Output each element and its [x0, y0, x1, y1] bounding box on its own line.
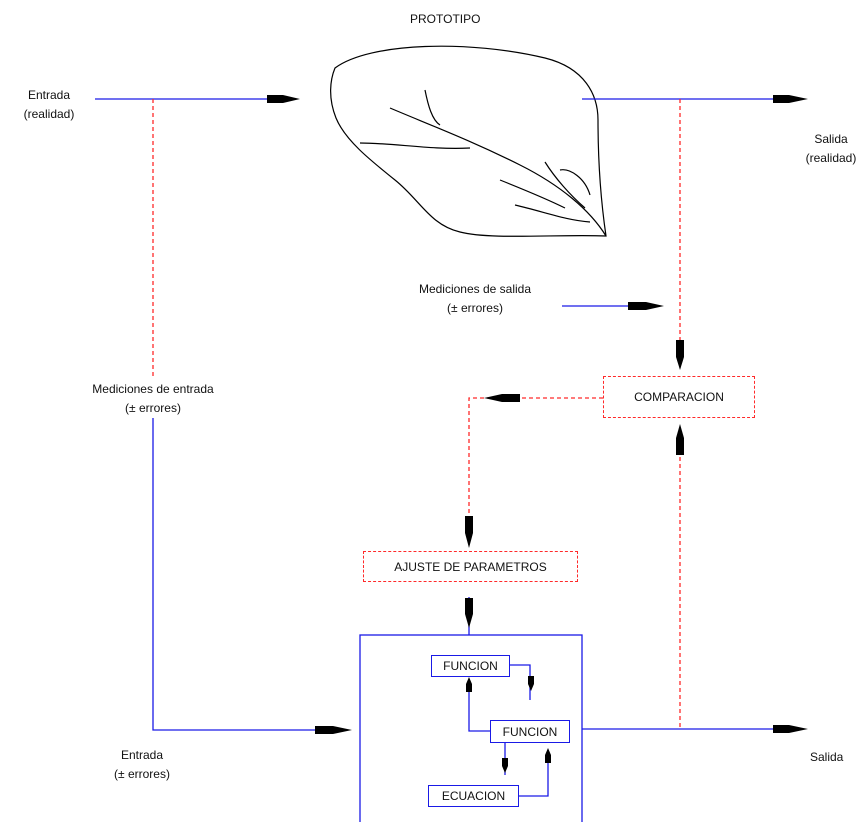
- tributary: [500, 180, 565, 208]
- arrow-right-icon: [773, 95, 808, 103]
- label-line: Entrada: [8, 86, 90, 105]
- arrow-down-icon: [676, 340, 684, 370]
- main-channel: [390, 108, 606, 236]
- label-line: (realidad): [8, 105, 90, 124]
- comparacion-box: COMPARACION: [603, 376, 755, 418]
- arrow-down-icon: [465, 516, 473, 548]
- salida-label: Salida: [810, 748, 843, 767]
- link-f1-f2: [510, 665, 530, 700]
- input-measure-line: [153, 415, 330, 730]
- arrow-right-icon: [773, 725, 808, 733]
- label-line: Mediciones de salida: [400, 280, 550, 299]
- entrada-errores-label: Entrada (± errores): [98, 746, 186, 784]
- label-line: (realidad): [798, 149, 864, 168]
- label-line: (± errores): [400, 299, 550, 318]
- arrow-left-icon: [484, 394, 520, 402]
- salida-realidad-label: Salida (realidad): [798, 130, 864, 168]
- funcion-box-2: FUNCION: [490, 720, 570, 743]
- diagram-title: PROTOTIPO: [410, 10, 480, 29]
- arrow-right-icon: [628, 302, 664, 310]
- link-f2-f1: [469, 680, 490, 731]
- link-ec-f2: [518, 750, 548, 796]
- tributary: [515, 205, 590, 222]
- arrow-down-icon: [465, 598, 473, 628]
- mediciones-entrada-label: Mediciones de entrada (± errores): [60, 380, 246, 418]
- tributary: [425, 90, 440, 125]
- arrow-up-icon: [466, 677, 472, 692]
- ecuacion-box: ECUACION: [428, 785, 519, 807]
- label-line: Entrada: [98, 746, 186, 765]
- label-line: Salida: [798, 130, 864, 149]
- arrow-up-icon: [545, 748, 551, 763]
- tributary: [560, 170, 590, 195]
- label-line: (± errores): [60, 399, 246, 418]
- arrow-down-icon: [502, 758, 508, 773]
- arrow-down-icon: [528, 676, 534, 691]
- arrow-up-icon: [676, 424, 684, 455]
- tributary: [360, 143, 470, 148]
- ajuste-parametros-box: AJUSTE DE PARAMETROS: [363, 551, 578, 582]
- mediciones-salida-label: Mediciones de salida (± errores): [400, 280, 550, 318]
- leaf-icon: [331, 46, 606, 236]
- label-line: (± errores): [98, 765, 186, 784]
- arrow-right-icon: [315, 726, 352, 734]
- arrow-right-icon: [267, 95, 300, 103]
- entrada-realidad-label: Entrada (realidad): [8, 86, 90, 124]
- comparacion-to-ajuste-dashed: [469, 398, 603, 520]
- label-line: Mediciones de entrada: [60, 380, 246, 399]
- funcion-box-1: FUNCION: [431, 655, 510, 677]
